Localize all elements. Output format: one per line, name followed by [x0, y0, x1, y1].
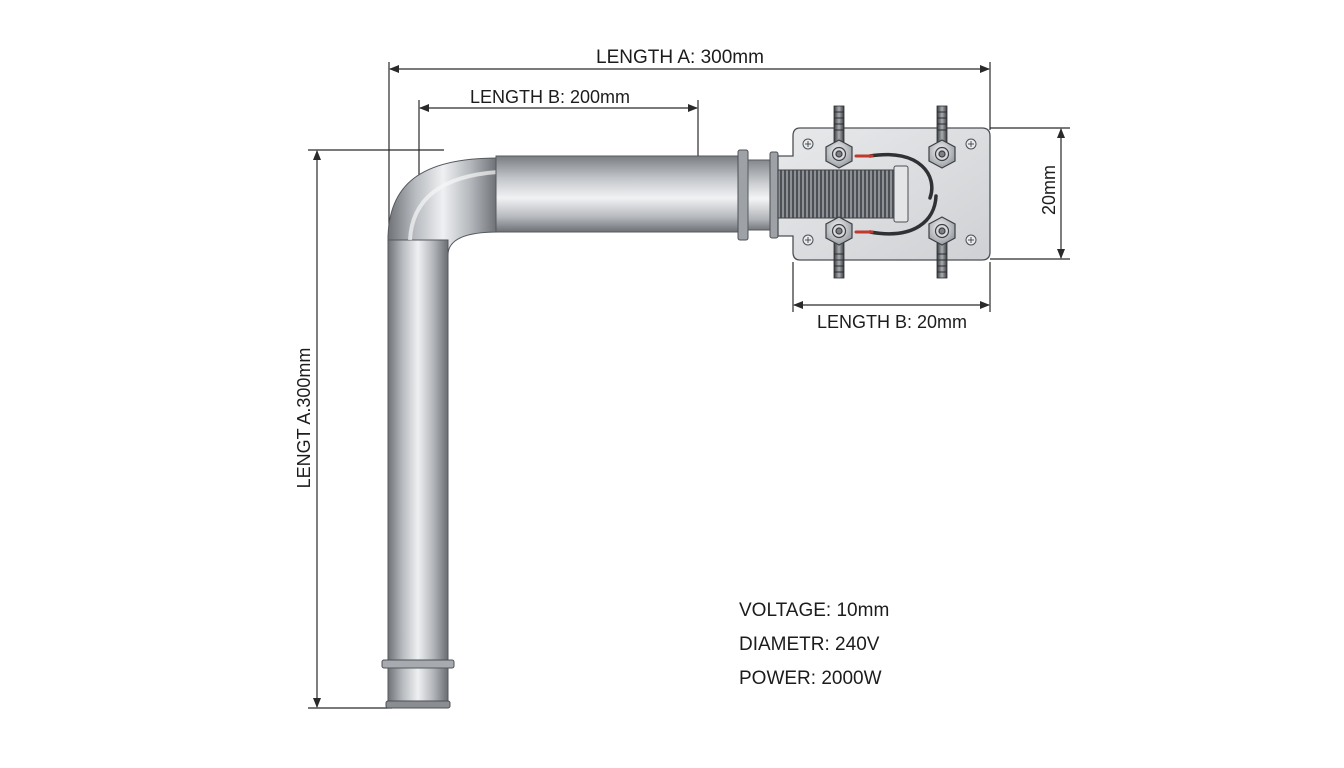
horizontal-tube: [495, 155, 743, 233]
vertical-length-label: LENGT A.300mm: [294, 348, 314, 489]
spec-diameter: DIAMETR: 240V: [739, 634, 880, 655]
length-a-label: LENGTH A: 300mm: [596, 47, 764, 68]
wire-bottom: [868, 194, 938, 236]
spec-voltage: VOLTAGE: 10mm: [739, 600, 890, 621]
rod-end-block: [893, 165, 909, 223]
terminal-box: [777, 105, 991, 279]
dimension-lines: [308, 62, 1070, 709]
bottom-end-cap: [385, 700, 451, 709]
tube-elbow-highlight: [408, 170, 499, 241]
wires: [854, 152, 938, 236]
spec-power: POWER: 2000W: [739, 668, 882, 689]
terminal-studs: [833, 105, 948, 279]
wire-top: [868, 152, 934, 200]
terminal-nuts: [825, 139, 956, 246]
flange-right: [769, 151, 779, 239]
bottom-end-tube: [387, 667, 449, 707]
length-b-label: LENGTH B: 200mm: [470, 87, 630, 107]
bottom-collar: [381, 659, 455, 669]
box-width-label: LENGTH B: 20mm: [817, 312, 967, 332]
heating-tube: [381, 149, 779, 709]
threaded-rod: [777, 169, 897, 219]
sleeve: [747, 159, 773, 231]
vertical-tube: [387, 235, 449, 667]
flange-left: [737, 149, 749, 241]
corner-screws: [802, 138, 977, 246]
box-height-label: 20mm: [1039, 165, 1059, 215]
